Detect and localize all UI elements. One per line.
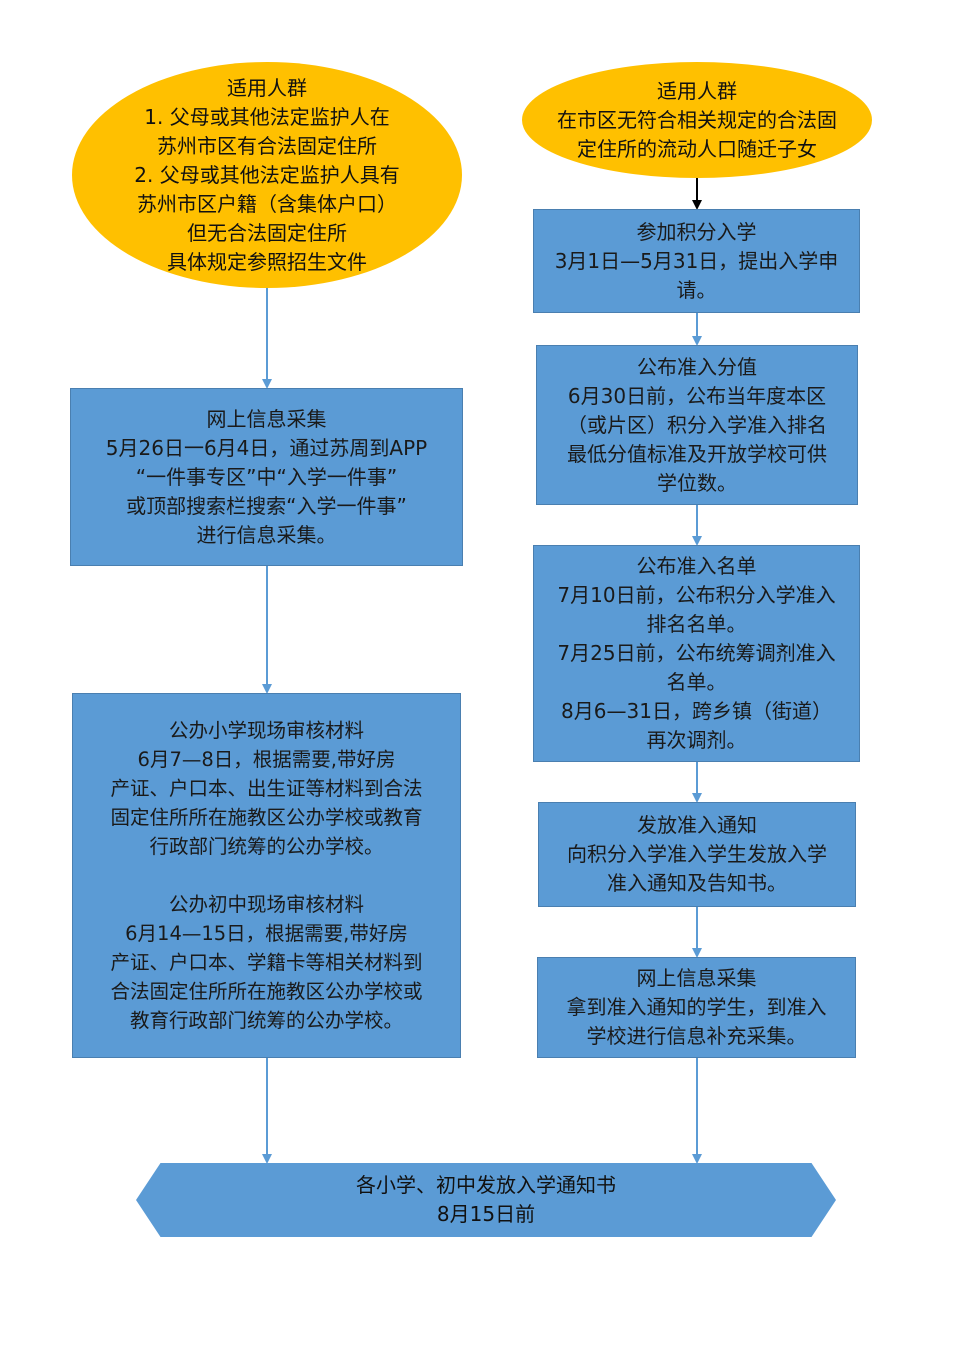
left-eligibility-line: 苏州市区户籍（含集体户口） [137, 191, 397, 216]
left-eligibility-line: 但无合法固定住所 [187, 220, 347, 245]
left-onsite-review-box: 公办小学现场审核材料 6月7—8日，根据需要,带好房 产证、户口本、出生证等材料… [72, 693, 461, 1058]
points-enrollment-line: 3月1日—5月31日，提出入学申 [554, 248, 839, 273]
points-enrollment-line: 请。 [676, 277, 717, 302]
right-eligibility-line: 定住所的流动人口随迁子女 [577, 136, 817, 161]
admission-score-title: 公布准入分值 [637, 354, 757, 379]
right-eligibility-title: 适用人群 [657, 78, 737, 103]
middle-review-title: 公办初中现场审核材料 [168, 893, 364, 916]
final-notice-title: 各小学、初中发放入学通知书 [356, 1173, 616, 1197]
admission-score-line: 学位数。 [657, 470, 737, 495]
points-enrollment-title: 参加积分入学 [636, 219, 757, 244]
admission-score-line: 最低分值标准及开放学校可供 [567, 441, 827, 466]
middle-review-line: 6月14—15日，根据需要,带好房 [125, 922, 408, 945]
admission-score-line: （或片区）积分入学准入排名 [567, 412, 827, 437]
admission-list-line: 排名名单。 [646, 612, 747, 636]
admission-list-line: 再次调剂。 [646, 728, 747, 752]
admission-notice-line: 准入通知及告知书。 [607, 871, 787, 895]
admission-list-line: 7月25日前，公布统筹调剂准入 [557, 641, 836, 665]
left-online-collection-line: 进行信息采集。 [196, 522, 337, 547]
left-eligibility-line: 1. 父母或其他法定监护人在 [144, 104, 390, 129]
middle-review-line: 合法固定住所所在施教区公办学校或 [110, 980, 423, 1003]
admission-list-box: 公布准入名单 7月10日前，公布积分入学准入 排名名单。 7月25日前，公布统筹… [533, 545, 860, 762]
final-notice-terminal: 各小学、初中发放入学通知书 8月15日前 [136, 1163, 836, 1237]
admission-notice-line: 向积分入学准入学生发放入学 [567, 842, 827, 866]
primary-review-line: 6月7—8日，根据需要,带好房 [137, 748, 396, 771]
middle-review-line: 教育行政部门统筹的公办学校。 [129, 1009, 403, 1032]
primary-review-line: 固定住所所在施教区公办学校或教育 [110, 806, 423, 829]
left-online-collection-title: 网上信息采集 [206, 406, 327, 431]
admission-list-line: 名单。 [666, 670, 727, 694]
primary-review-line: 产证、户口本、出生证等材料到合法 [110, 777, 423, 800]
left-eligibility-oval: 适用人群 1. 父母或其他法定监护人在 苏州市区有合法固定住所 2. 父母或其他… [72, 62, 462, 288]
right-online-collection-title: 网上信息采集 [636, 966, 757, 990]
admission-score-box: 公布准入分值 6月30日前，公布当年度本区 （或片区）积分入学准入排名 最低分值… [536, 345, 858, 505]
left-online-collection-box: 网上信息采集 5月26日一6月4日，通过苏周到APP “一件事专区”中“入学一件… [70, 388, 463, 566]
left-eligibility-title: 适用人群 [227, 75, 307, 100]
left-eligibility-line: 苏州市区有合法固定住所 [157, 133, 377, 158]
right-online-collection-line: 拿到准入通知的学生，到准入 [566, 995, 827, 1019]
right-eligibility-oval: 适用人群 在市区无符合相关规定的合法固 定住所的流动人口随迁子女 [522, 62, 872, 178]
left-online-collection-line: 或顶部搜索栏搜索“入学一件事” [126, 493, 407, 518]
admission-list-line: 8月6—31日，跨乡镇（街道） [561, 699, 832, 723]
middle-review-line: 产证、户口本、学籍卡等相关材料到 [110, 951, 423, 974]
primary-review-line: 行政部门统筹的公办学校。 [149, 835, 384, 858]
admission-list-line: 7月10日前，公布积分入学准入 [557, 583, 836, 607]
left-online-collection-line: 5月26日一6月4日，通过苏周到APP [105, 435, 428, 460]
left-online-collection-line: “一件事专区”中“入学一件事” [135, 464, 398, 489]
admission-notice-box: 发放准入通知 向积分入学准入学生发放入学 准入通知及告知书。 [538, 802, 856, 907]
admission-score-line: 6月30日前，公布当年度本区 [567, 383, 827, 408]
left-eligibility-line: 具体规定参照招生文件 [167, 249, 367, 274]
left-eligibility-line: 2. 父母或其他法定监护人具有 [134, 162, 400, 187]
admission-list-title: 公布准入名单 [636, 554, 757, 578]
admission-notice-title: 发放准入通知 [637, 813, 757, 837]
points-enrollment-box: 参加积分入学 3月1日—5月31日，提出入学申 请。 [533, 209, 860, 313]
primary-review-title: 公办小学现场审核材料 [168, 719, 364, 742]
final-notice-date: 8月15日前 [436, 1202, 536, 1226]
right-online-collection-box: 网上信息采集 拿到准入通知的学生，到准入 学校进行信息补充采集。 [537, 957, 856, 1058]
right-eligibility-line: 在市区无符合相关规定的合法固 [557, 107, 837, 132]
right-online-collection-line: 学校进行信息补充采集。 [586, 1024, 807, 1048]
